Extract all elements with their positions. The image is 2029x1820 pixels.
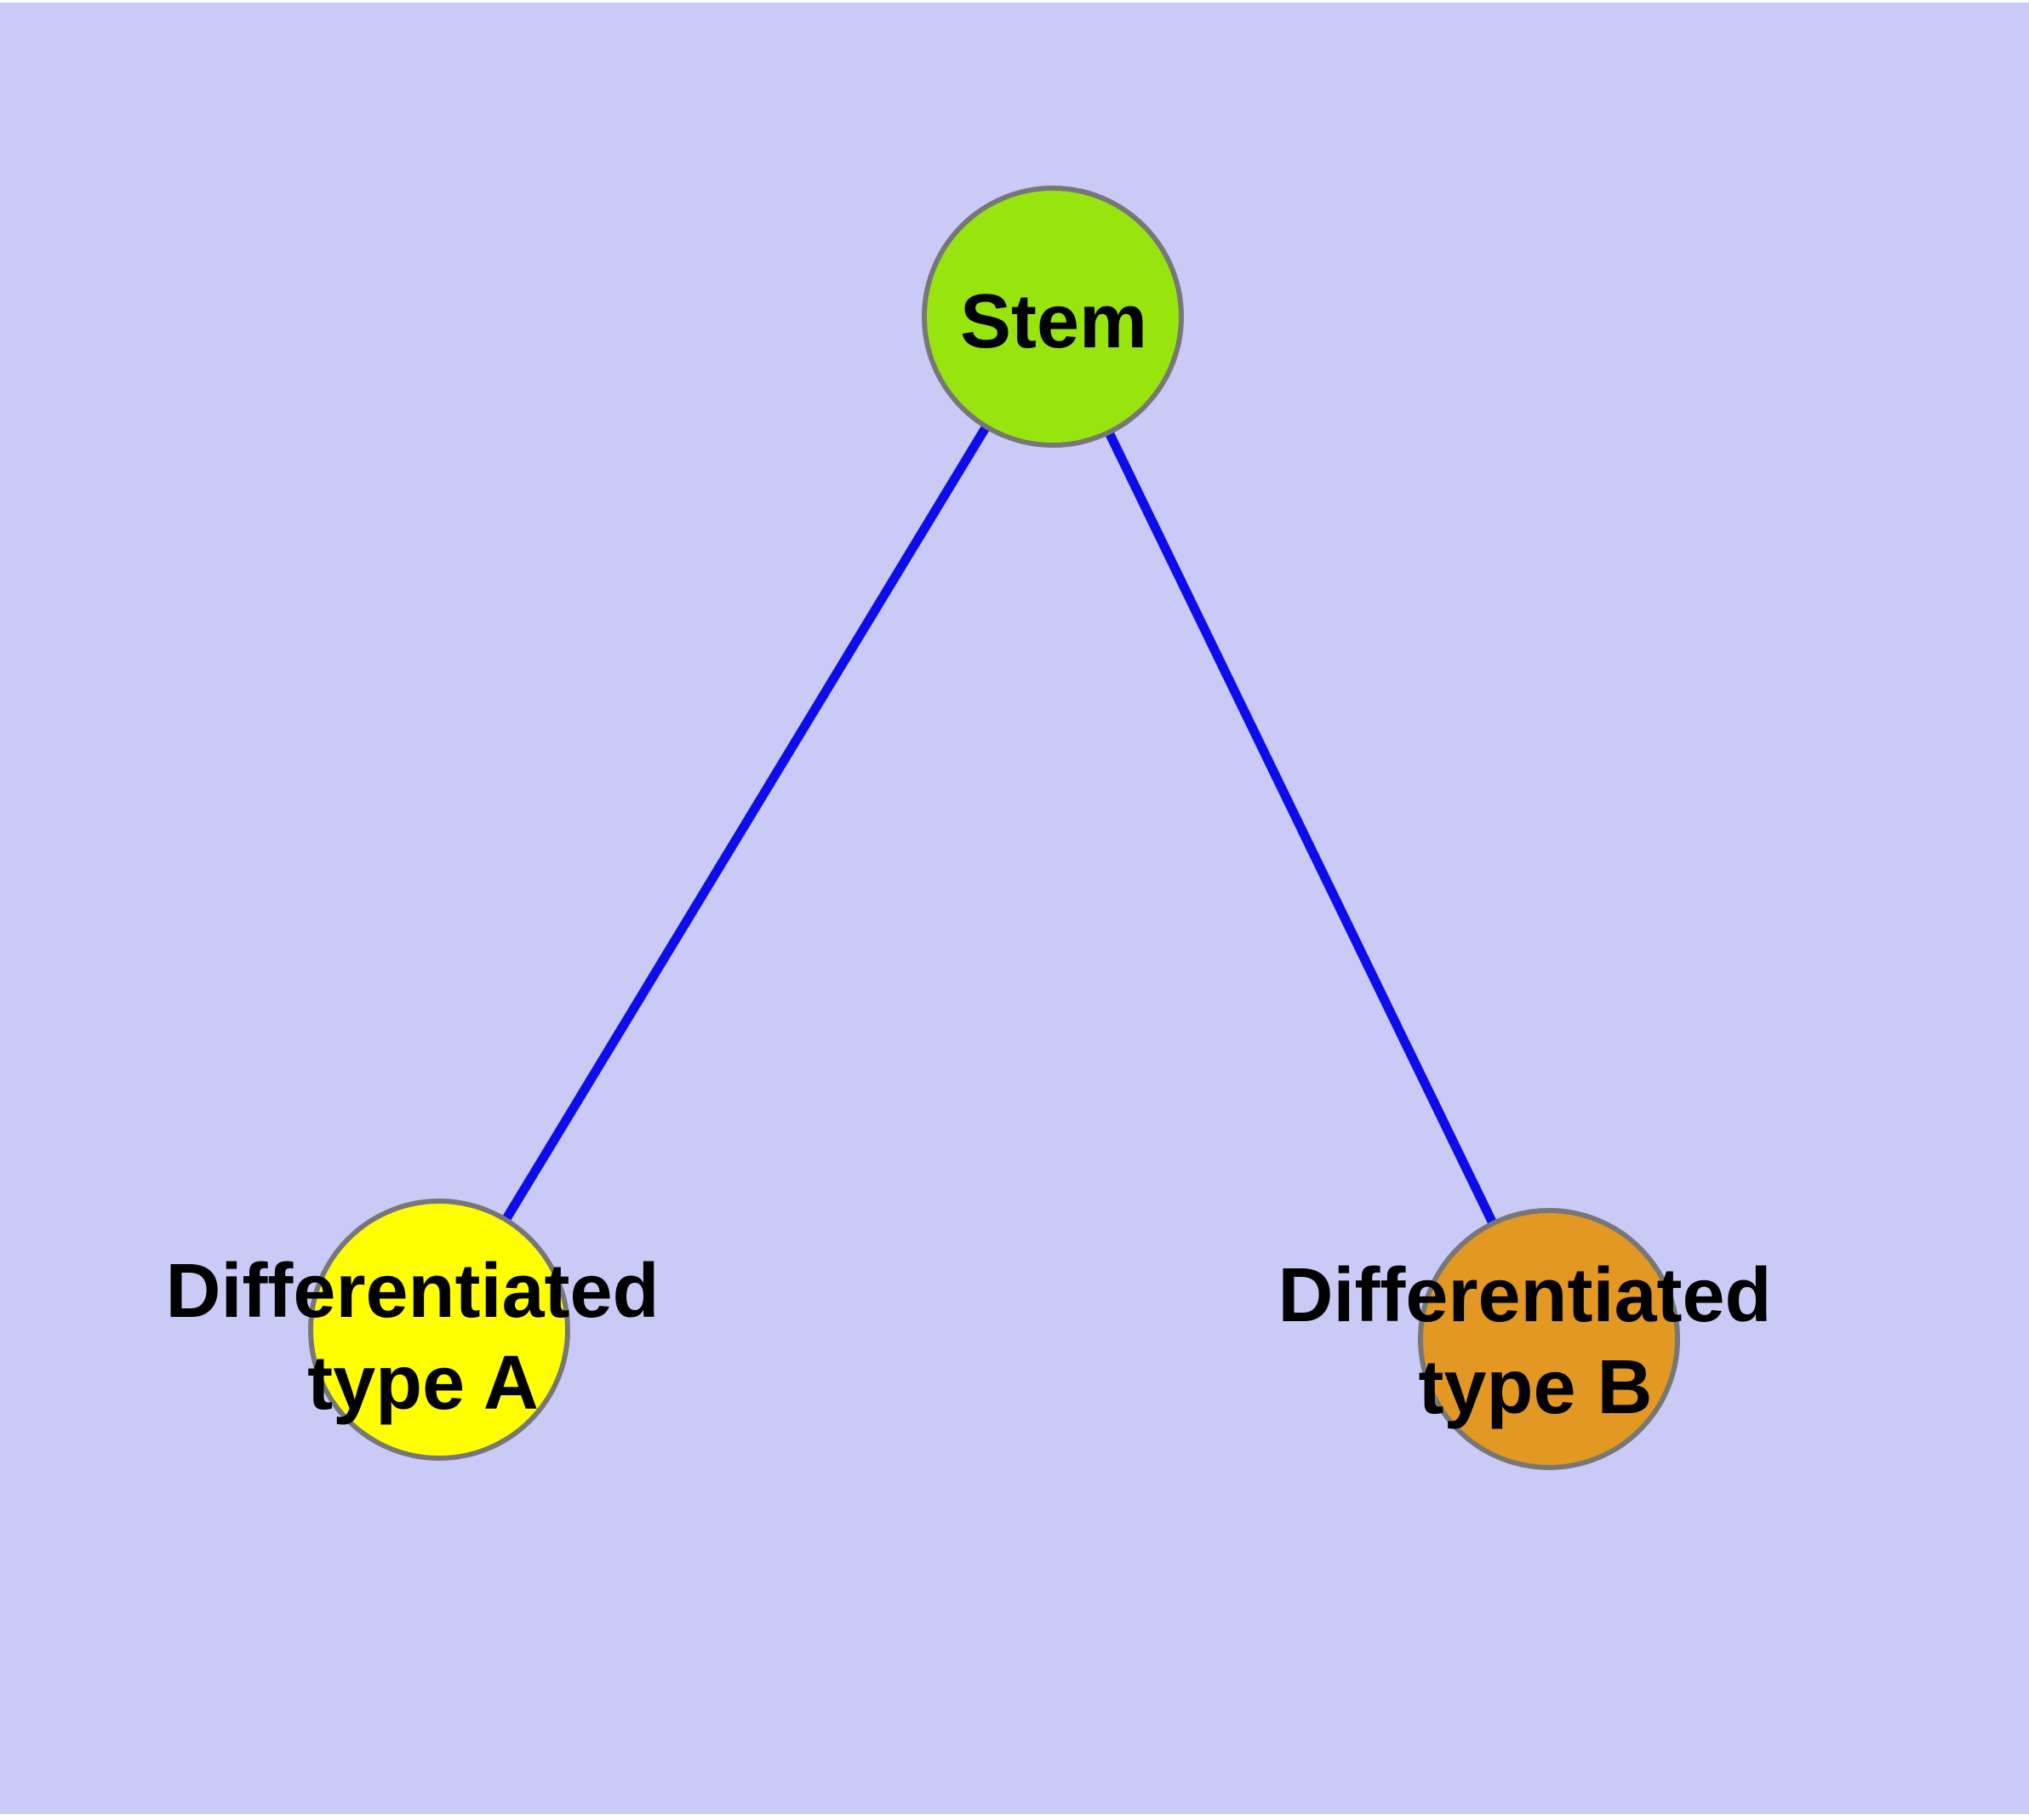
node-type-b-label-line-2: type B [1418,1345,1652,1430]
edge-stem-to-type-a [435,314,1057,1332]
node-type-b-label: Differentiated type B [1277,1253,1792,1430]
edge-layer [435,314,1553,1342]
node-type-b: Differentiated type B [1277,1208,1792,1470]
node-stem-circle [922,186,1184,448]
node-type-a-circle [308,1199,570,1461]
node-stem: Stem [922,186,1184,448]
node-type-b-circle [1418,1208,1680,1470]
node-type-a-label-line-1: Differentiated [165,1249,659,1334]
node-type-a: Differentiated type A [165,1199,680,1461]
node-stem-label: Stem [960,279,1147,364]
node-type-a-label: Differentiated type A [165,1249,680,1426]
edge-stem-to-type-b [1049,314,1553,1342]
node-type-b-label-line-1: Differentiated [1277,1253,1771,1338]
node-type-a-label-line-2: type A [307,1341,539,1426]
